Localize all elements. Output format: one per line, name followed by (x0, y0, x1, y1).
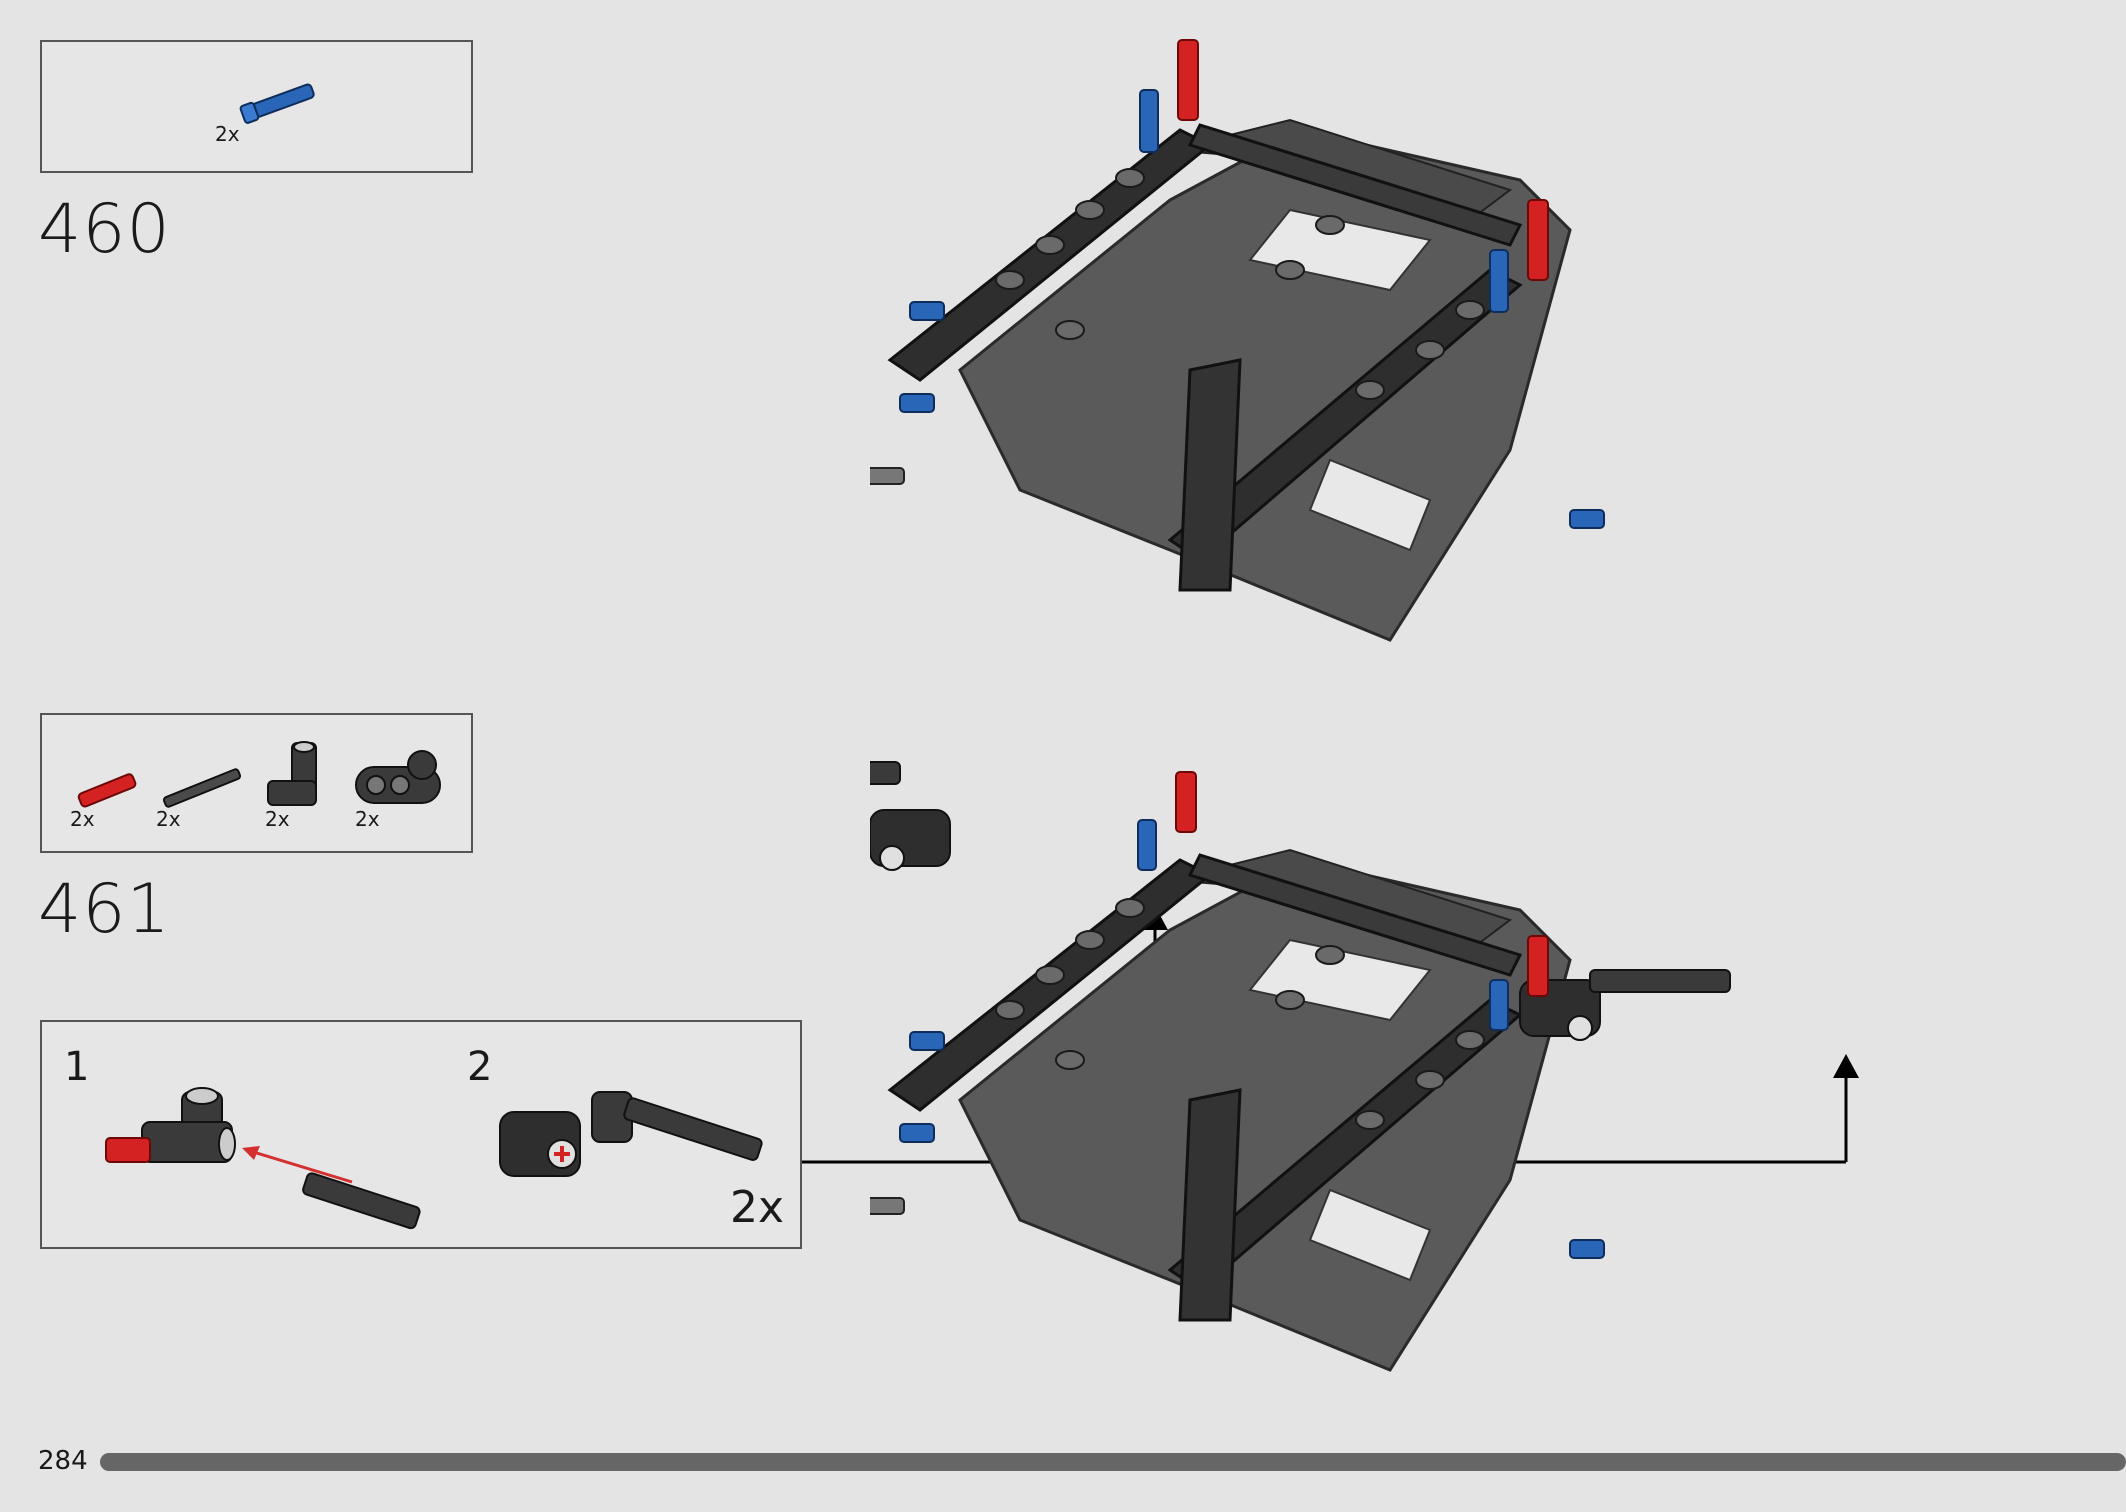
page-number: 284 (38, 1446, 88, 1476)
parts-callout-460: 2x (40, 40, 473, 173)
chassis-model-step-460 (870, 39, 1605, 642)
part-qty: 2x (215, 122, 240, 146)
sub-step-number: 2 (467, 1044, 493, 1090)
sub-step-2-illustration (499, 1091, 763, 1177)
chassis-model-step-461 (870, 761, 1731, 1372)
sub-step-number: 1 (64, 1044, 90, 1090)
step-number-461: 461 (38, 870, 171, 949)
progress-bar (100, 1453, 2126, 1471)
part-qty: 2x (265, 807, 290, 831)
axle-icon (162, 768, 242, 808)
part-qty: 2x (70, 807, 95, 831)
sub-assembly-multiplier: 2x (730, 1182, 785, 1233)
step-number-460: 460 (38, 190, 171, 269)
angle-connector-icon (267, 741, 317, 806)
beam-connector-icon (355, 750, 441, 804)
part-qty: 2x (156, 807, 181, 831)
sub-step-1-illustration (105, 1087, 421, 1230)
parts-callout-461: 2x 2x 2x 2x (40, 713, 473, 853)
blue-pin-icon (239, 83, 315, 124)
sub-assembly-callout: 1 2 2x (40, 1020, 802, 1249)
part-qty: 2x (355, 807, 380, 831)
red-pin-icon (77, 773, 137, 808)
